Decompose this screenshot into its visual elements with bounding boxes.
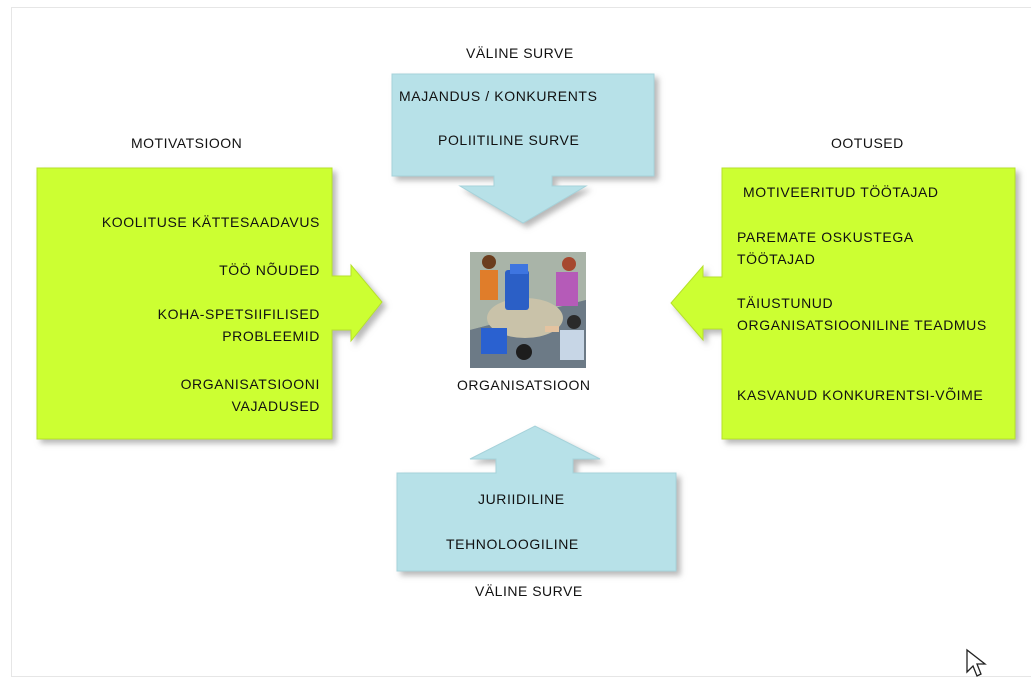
top-pressure-arrow-shape [391, 73, 655, 224]
bottom-pressure-heading: VÄLINE SURVE [475, 583, 583, 599]
motivation-item-site-problems: KOHA-SPETSIIFILISED PROBLEEMID [157, 306, 320, 344]
motivation-item-org-needs: ORGANISATSIOONI VAJADUSED [180, 376, 320, 414]
mouse-cursor-icon [966, 648, 987, 677]
expectations-heading: OOTUSED [831, 135, 904, 151]
motivation-item-training: KOOLITUSE KÄTTESAADAVUS [101, 214, 320, 230]
expectations-item-knowledge: TÄIUSTUNUD ORGANISATSIOONILINE TEADMUS [737, 295, 987, 333]
expectations-item-motivated: MOTIVEERITUD TÖÖTAJAD [743, 184, 939, 200]
bottom-pressure-item-legal: JURIIDILINE [478, 491, 565, 507]
organization-clipart-image [470, 252, 586, 368]
top-pressure-item-economy: MAJANDUS / KONKURENTS [399, 88, 598, 104]
motivation-item-job-requirements: TÖÖ NÕUDED [219, 262, 320, 278]
organization-label: ORGANISATSIOON [457, 377, 591, 393]
top-pressure-heading: VÄLINE SURVE [466, 45, 574, 61]
motivation-arrow-shape [36, 167, 383, 440]
motivation-heading: MOTIVATSIOON [131, 135, 243, 151]
top-pressure-item-political: POLIITILINE SURVE [438, 132, 580, 148]
bottom-pressure-item-technological: TEHNOLOOGILINE [446, 536, 579, 552]
bottom-pressure-arrow-shape [396, 425, 677, 572]
expectations-item-competitiveness: KASVANUD KONKURENTSI-VÕIME [737, 387, 984, 403]
expectations-arrow-shape [670, 167, 1016, 440]
expectations-item-skills: PAREMATE OSKUSTEGA TÖÖTAJAD [737, 229, 913, 267]
